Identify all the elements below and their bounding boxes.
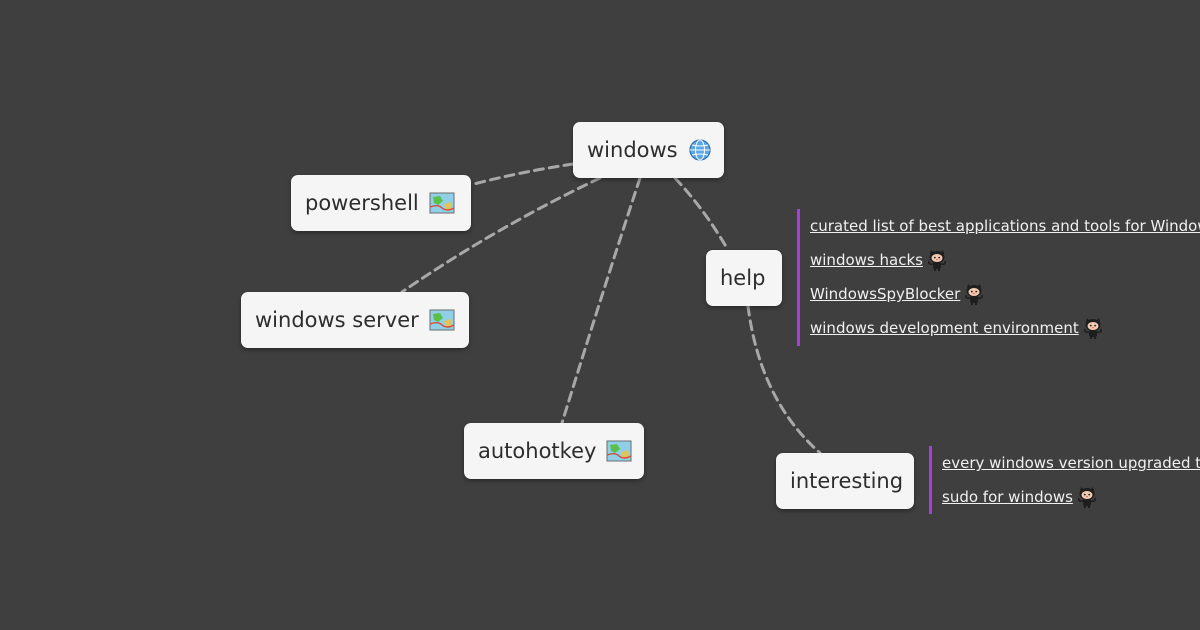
node-interesting-label: interesting [790, 469, 904, 493]
node-windows-label: windows [587, 138, 678, 162]
map-icon[interactable] [429, 309, 455, 331]
edge-windows-help [673, 176, 730, 252]
link-item: every windows version upgraded through [942, 446, 1200, 480]
link-item: WindowsSpyBlocker [810, 277, 1200, 311]
node-windows[interactable]: windows [573, 122, 724, 178]
help-link-list: curated list of best applications and to… [797, 209, 1200, 346]
link-item: windows hacks [810, 243, 1200, 277]
globe-icon [688, 138, 712, 162]
github-icon[interactable] [1075, 485, 1099, 509]
link-windows-hacks[interactable]: windows hacks [810, 251, 923, 269]
link-item: curated list of best applications and to… [810, 209, 1200, 243]
github-icon[interactable] [962, 282, 986, 306]
github-icon[interactable] [1081, 316, 1105, 340]
link-item: windows development environment [810, 311, 1200, 345]
github-icon[interactable] [925, 248, 949, 272]
node-help-label: help [720, 266, 766, 290]
node-autohotkey-label: autohotkey [478, 439, 597, 463]
interesting-link-list: every windows version upgraded through s… [929, 446, 1200, 514]
link-item: sudo for windows [942, 480, 1200, 514]
link-every-windows-version[interactable]: every windows version upgraded through [942, 454, 1200, 472]
link-windowsspyblocker[interactable]: WindowsSpyBlocker [810, 285, 961, 303]
edge-windows-powershell [472, 162, 575, 186]
node-windows-server[interactable]: windows server [241, 292, 469, 348]
node-windows-server-label: windows server [255, 308, 419, 332]
edge-windows-autohotkey [560, 176, 642, 425]
link-sudo-for-windows[interactable]: sudo for windows [942, 488, 1073, 506]
map-icon[interactable] [606, 440, 632, 462]
link-best-applications[interactable]: curated list of best applications and to… [810, 217, 1200, 235]
node-autohotkey[interactable]: autohotkey [464, 423, 644, 479]
node-help[interactable]: help [706, 250, 782, 306]
node-powershell[interactable]: powershell [291, 175, 471, 231]
node-powershell-label: powershell [305, 191, 419, 215]
node-interesting[interactable]: interesting [776, 453, 914, 509]
link-windows-development-environment[interactable]: windows development environment [810, 319, 1079, 337]
map-icon[interactable] [429, 192, 455, 214]
